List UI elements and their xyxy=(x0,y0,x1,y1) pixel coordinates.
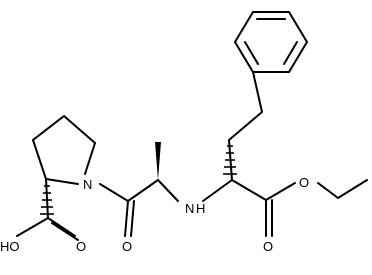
ethylene-linker xyxy=(228,71,263,141)
amine-hydrogen-label: H xyxy=(196,201,205,216)
stereo-hash-bond-upper xyxy=(223,139,237,181)
ester-ether-oxygen-label: O xyxy=(299,175,309,190)
carboxylic-acid-group xyxy=(16,178,79,241)
ester-carbonyl-oxygen-label: O xyxy=(263,239,273,254)
ketone-oxygen-label: O xyxy=(122,239,132,254)
amine-bonds xyxy=(157,179,233,202)
ester-group xyxy=(231,179,368,237)
pyrrolidine-ring xyxy=(32,115,96,185)
acid-hydroxyl-label: HO xyxy=(0,239,20,254)
amine-nitrogen-label: N xyxy=(185,201,194,216)
acid-oxygen-label: O xyxy=(76,239,86,254)
phenyl-ring xyxy=(233,11,309,73)
alanine-unit xyxy=(99,142,161,237)
ring-nitrogen-label: N xyxy=(83,177,92,192)
